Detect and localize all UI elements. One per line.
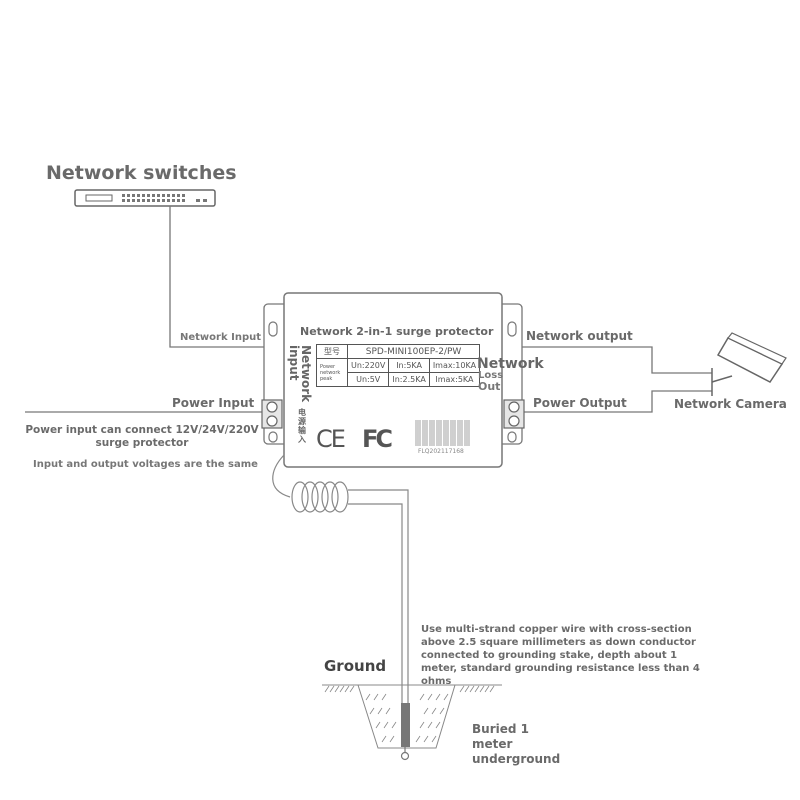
row-label: Power network peak xyxy=(316,358,348,387)
ground-wire-coil xyxy=(272,454,409,705)
power-output-wire xyxy=(523,390,712,413)
serial-number: FLQ202117168 xyxy=(418,448,464,455)
power-input-terminal xyxy=(261,399,283,429)
right-loss-label: Loss xyxy=(478,370,504,381)
right-out-label: Out xyxy=(478,380,501,393)
right-network-label: Network xyxy=(477,356,544,372)
power-output-label: Power Output xyxy=(533,396,627,410)
buried-label: Buried 1 meter underground xyxy=(472,722,561,766)
network-camera-icon xyxy=(711,332,787,396)
device-title: Network 2-in-1 surge protector xyxy=(300,325,494,338)
barcode xyxy=(415,420,470,446)
power-input-label: Power Input xyxy=(172,396,255,410)
spec-cell: Imax:5KA xyxy=(428,372,481,387)
spec-cell: Un:220V xyxy=(346,358,390,373)
spec-cell: In:5KA xyxy=(388,358,430,373)
voltage-note: Input and output voltages are the same xyxy=(33,459,258,470)
left-input-label: input xyxy=(287,345,301,381)
network-switches-label: Network switches xyxy=(46,162,237,184)
network-output-wire xyxy=(505,346,712,374)
ground-label: Ground xyxy=(324,657,387,675)
model-label: 型号 xyxy=(316,344,348,359)
spec-table: 型号 SPD-MINI100EP-2/PW Power network peak… xyxy=(316,344,481,387)
power-input-note: Power input can connect 12V/24V/220V sur… xyxy=(25,424,259,449)
fc-mark: FC xyxy=(362,425,393,453)
model-number: SPD-MINI100EP-2/PW xyxy=(346,344,481,359)
spec-cell: In:2.5KA xyxy=(388,372,430,387)
network-output-label: Network output xyxy=(526,329,633,343)
spec-cell: Imax:10KA xyxy=(428,358,481,373)
network-switch-icon xyxy=(74,189,216,207)
ce-mark: CE xyxy=(316,425,346,453)
grounding-stake-icon xyxy=(400,703,410,761)
network-input-label: Network Input xyxy=(180,332,262,343)
spec-cell: Un:5V xyxy=(346,372,390,387)
left-network-label: Network xyxy=(299,345,313,403)
left-chinese-label: 电源输入 xyxy=(298,408,306,444)
ground-symbol xyxy=(322,684,502,749)
power-output-terminal xyxy=(503,399,525,429)
network-input-wire xyxy=(169,206,300,348)
network-camera-label: Network Camera xyxy=(674,397,787,411)
ground-note: Use multi-strand copper wire with cross-… xyxy=(421,624,700,687)
